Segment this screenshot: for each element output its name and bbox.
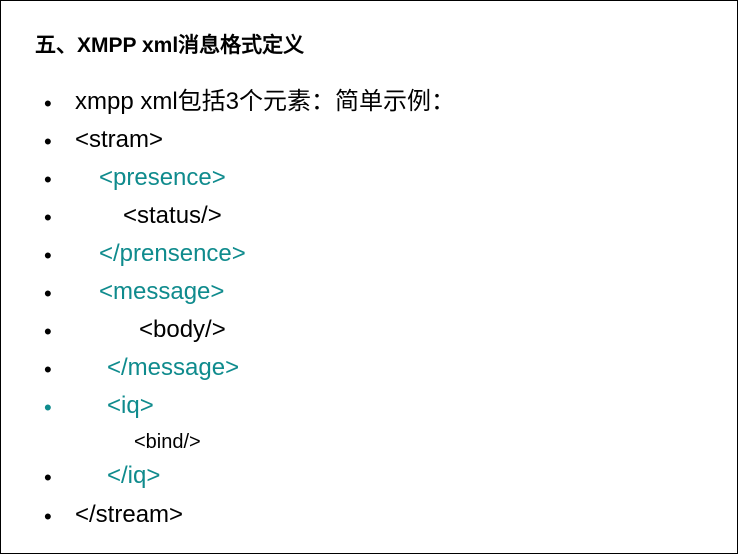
bullet-6: • xyxy=(44,319,52,344)
line-10-text: </iq> xyxy=(107,462,161,489)
line-11-text: </stream> xyxy=(75,501,184,528)
slide-title: 五、XMPP xml消息格式定义 xyxy=(35,34,305,57)
line-0-text: xmpp xml包括3个元素：简单示例： xyxy=(75,88,456,115)
bullet-10: • xyxy=(44,465,52,490)
line-3-text: <status/> xyxy=(123,202,222,229)
bullet-4: • xyxy=(44,243,52,268)
bullet-3: • xyxy=(44,205,52,230)
line-4-text: </prensence> xyxy=(99,240,246,267)
bullet-5: • xyxy=(44,281,52,306)
bullet-1: • xyxy=(44,129,52,154)
line-1-text: <stram> xyxy=(75,126,164,153)
line-8-text: <iq> xyxy=(107,392,154,419)
line-9-text: <bind/> xyxy=(134,431,201,453)
line-5-text: <message> xyxy=(99,278,225,305)
line-2-text: <presence> xyxy=(99,164,226,191)
bullet-11: • xyxy=(44,504,52,529)
line-6-text: <body/> xyxy=(139,316,226,343)
bullet-8: • xyxy=(44,395,52,420)
line-7-text: </message> xyxy=(107,354,240,381)
bullet-7: • xyxy=(44,357,52,382)
bullet-2: • xyxy=(44,167,52,192)
bullet-0: • xyxy=(44,91,52,116)
